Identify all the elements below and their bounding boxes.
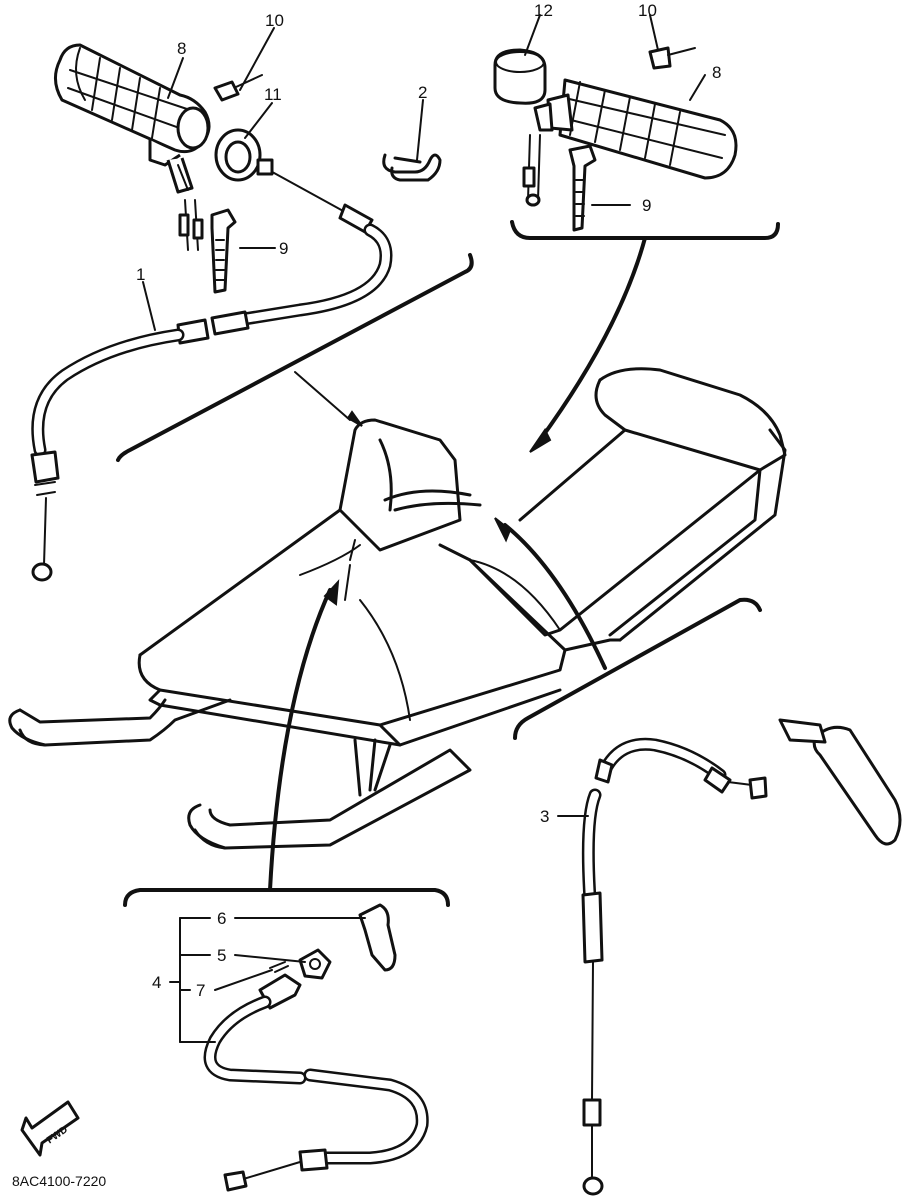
callout-7: 7 [196,981,205,1000]
callout-9-right: 9 [642,196,651,215]
choke-assembly-bracket [169,917,216,1043]
callout-3: 3 [540,807,549,826]
leader-lines [142,14,706,991]
left-wire-connectors [178,199,204,251]
throttle-cable-part [30,158,393,582]
callout-1: 1 [136,265,145,284]
right-wire-connectors [522,134,541,207]
fwd-direction-badge: FWD [20,1100,80,1157]
brake-cable-part [581,737,768,1196]
choke-cable-part [203,973,429,1192]
right-screw-part [648,46,696,70]
left-screw-part [213,74,263,102]
callout-4: 4 [152,973,161,992]
callout-11: 11 [264,85,282,104]
grip-end-cap-part [493,48,547,105]
callout-8-right: 8 [712,63,721,82]
right-grip-part [533,78,738,180]
group-bracket-choke [123,579,450,907]
right-cable-band-part [568,144,597,232]
left-grip-part [54,43,211,194]
group-bracket-left-handlebar [116,253,474,462]
callout-9-left: 9 [279,239,288,258]
callout-labels: 8 10 11 2 9 1 12 10 8 9 3 6 5 4 7 [136,1,721,1000]
cable-clip-part [382,153,442,182]
callout-10-left: 10 [265,11,284,30]
callout-12: 12 [534,1,553,20]
snowmobile-illustration [8,367,787,850]
callout-2: 2 [418,83,427,102]
drawing-code: 8AC4100-7220 [12,1173,106,1189]
callout-8-left: 8 [177,39,186,58]
choke-clip-part [269,961,289,973]
collar-part [214,128,262,182]
group-bracket-throttle-cable [494,517,762,740]
callout-5: 5 [217,946,226,965]
callout-6: 6 [217,909,226,928]
brake-lever-part [778,718,902,846]
group-bracket-right-handlebar [510,220,780,453]
choke-lever-part [358,903,397,972]
callout-10-right: 10 [638,1,657,20]
choke-nut-part [298,948,332,980]
left-cable-band-part [210,208,237,294]
